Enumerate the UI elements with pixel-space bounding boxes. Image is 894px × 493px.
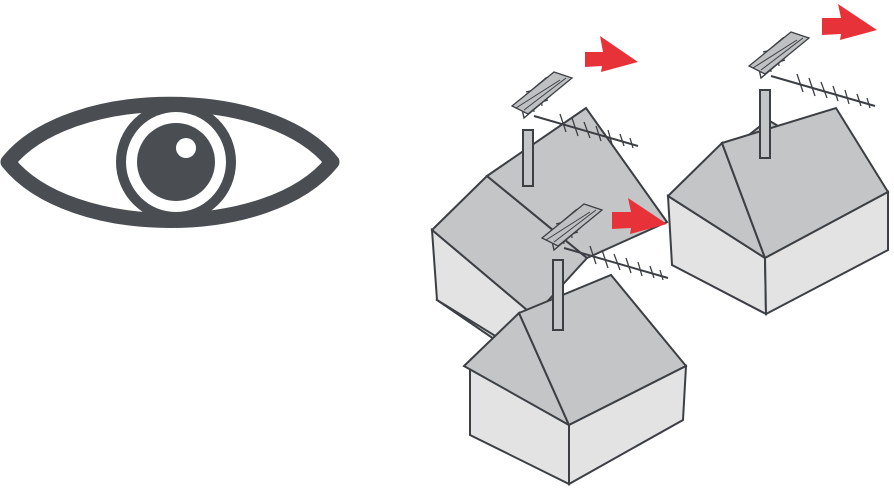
- arrow-top-left: [585, 36, 638, 72]
- arrow-top-right: [822, 4, 877, 40]
- houses-illustration: [420, 0, 894, 493]
- house-right: [666, 31, 890, 316]
- house-front: [462, 203, 688, 486]
- eye-icon: [0, 80, 340, 250]
- arrow-middle: [612, 198, 667, 234]
